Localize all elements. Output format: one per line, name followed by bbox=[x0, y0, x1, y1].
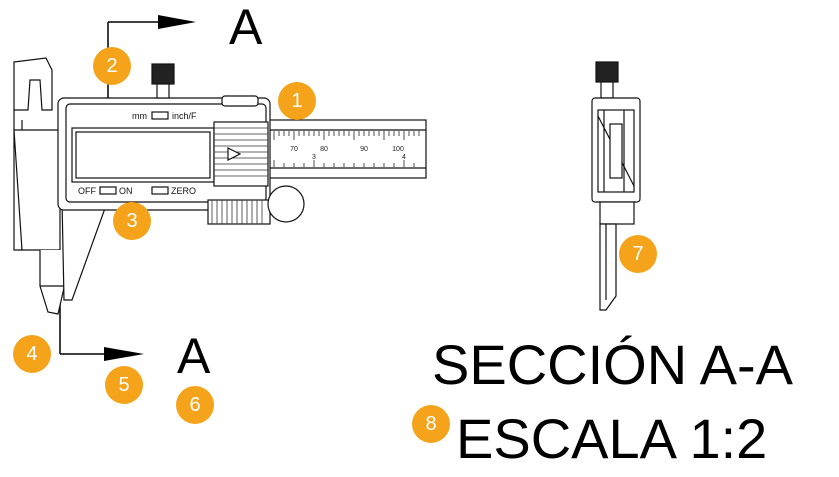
unit-label-mm: mm bbox=[132, 111, 147, 121]
callout-label-2: 2 bbox=[106, 55, 117, 77]
callout-label-6: 6 bbox=[189, 394, 200, 416]
scale-label-4: 4 bbox=[402, 154, 406, 161]
zero-label: ZERO bbox=[171, 186, 196, 196]
power-label-on: ON bbox=[119, 186, 133, 196]
callout-label-8: 8 bbox=[425, 413, 436, 435]
caliper-section-view bbox=[591, 61, 641, 311]
callout-label-5: 5 bbox=[118, 374, 129, 396]
section-mark-top: A bbox=[229, 0, 263, 55]
unit-label-inch: inch/F bbox=[172, 111, 197, 121]
section-title: SECCIÓN A-A bbox=[432, 333, 794, 396]
power-label-off: OFF bbox=[78, 186, 96, 196]
callout-4: 4 bbox=[13, 335, 51, 373]
scale-label-80: 80 bbox=[320, 146, 328, 153]
beam-scale bbox=[273, 131, 420, 167]
callout-label-4: 4 bbox=[26, 343, 37, 365]
callout-7: 7 bbox=[619, 235, 657, 273]
callout-label-3: 3 bbox=[126, 210, 137, 232]
scale-title: ESCALA 1:2 bbox=[456, 407, 767, 470]
caliper-front-view: 70 80 90 100 3 4 mm inch/F OFF ON ZERO bbox=[13, 57, 427, 315]
callout-8: 8 bbox=[412, 405, 450, 443]
callout-2: 2 bbox=[93, 47, 131, 85]
callout-5: 5 bbox=[105, 366, 143, 404]
callout-1: 1 bbox=[278, 82, 316, 120]
callout-6: 6 bbox=[176, 386, 214, 424]
scale-label-100: 100 bbox=[392, 146, 404, 153]
scale-label-3: 3 bbox=[312, 154, 316, 161]
callout-label-1: 1 bbox=[291, 90, 302, 112]
section-mark-bottom: A bbox=[177, 328, 211, 384]
callout-3: 3 bbox=[113, 202, 151, 240]
callout-label-7: 7 bbox=[632, 243, 643, 265]
scale-label-70: 70 bbox=[290, 146, 298, 153]
scale-label-90: 90 bbox=[360, 146, 368, 153]
